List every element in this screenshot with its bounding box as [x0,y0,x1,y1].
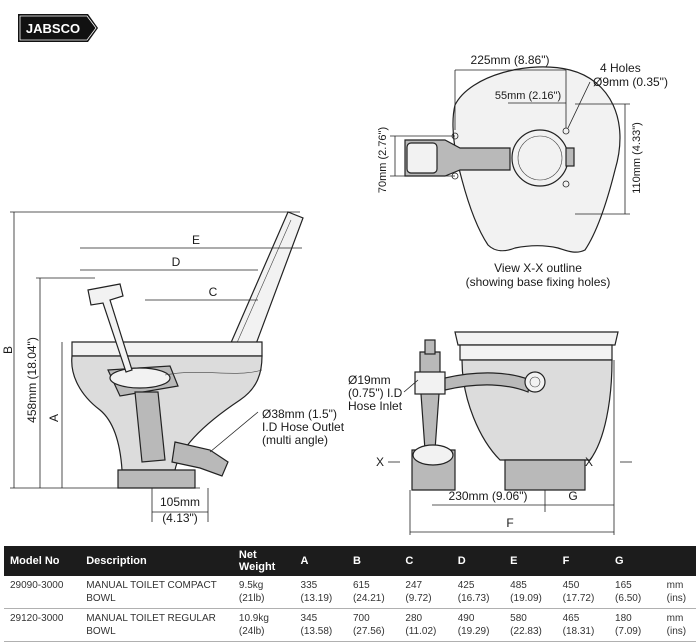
cell-E: 485 [510,580,527,591]
side-height-label: 458mm (18.04") [25,337,39,423]
base-width-label-2: (4.13") [162,511,198,525]
col-C: C [399,546,452,576]
cell-B-in: (27.56) [352,626,385,637]
dim-E-label: E [192,233,200,247]
dim-C-label: C [209,285,218,299]
cell-C-in: (9.72) [405,593,432,604]
cell-unit-alt: (ins) [666,626,687,637]
inlet-label-1: Ø19mm [348,373,391,387]
cell-F-in: (17.72) [562,593,595,604]
cell-D-in: (16.73) [457,593,490,604]
spec-table: Model No Description Net Weight A B C D … [4,546,696,642]
cell-E-in: (19.09) [510,593,542,604]
cell-C-in: (11.02) [405,626,437,637]
cell-weight: 9.5kg [238,580,264,591]
front-view-toilet [411,331,619,491]
cell-A-in: (13.19) [300,593,333,604]
cell-F-in: (18.31) [562,626,595,637]
cell-C: 280 [405,613,423,624]
technical-drawing: 225mm (8.86") 55mm (2.16") 4 Holes Ø9mm … [1,53,668,535]
section-x-right: X [585,455,593,469]
cell-A: 345 [300,613,318,624]
top-center-label: 55mm (2.16") [495,90,561,102]
table-header-row: Model No Description Net Weight A B C D … [4,546,696,576]
dim-D-label: D [172,255,181,269]
cell-unit: mm [666,580,684,591]
cell-weight-alt: (21lb) [238,593,265,604]
top-view-outline [404,66,621,253]
dim-A-label: A [47,414,61,422]
jabsco-logo: JABSCO [18,14,98,42]
cell-G-in: (7.09) [615,626,642,637]
dim-F-label: F [506,516,513,530]
cell-description: MANUAL TOILET COMPACT BOWL [80,576,233,609]
cell-E: 580 [510,613,527,624]
cell-F: 465 [562,613,580,624]
top-view-caption-1: View X-X outline [494,261,582,275]
col-E: E [504,546,557,576]
col-description: Description [80,546,233,576]
cell-C: 247 [405,580,423,591]
cell-unit: mm [666,613,684,624]
cell-D-in: (19.29) [457,626,490,637]
cell-F: 450 [562,580,580,591]
section-x-left: X [376,455,384,469]
side-view-toilet [71,211,304,489]
col-F: F [556,546,610,576]
table-row: 29090-3000 MANUAL TOILET COMPACT BOWL 9.… [4,576,696,609]
cell-A: 335 [300,580,318,591]
col-A: A [294,546,347,576]
inlet-label-3: Hose Inlet [348,399,403,413]
outlet-label-3: (multi angle) [262,433,328,447]
outlet-label-1: Ø38mm (1.5") [262,407,337,421]
cell-unit-alt: (ins) [666,593,687,604]
top-width-label: 225mm (8.86") [471,53,550,67]
cell-G: 180 [615,613,632,624]
col-unit [660,546,696,576]
top-view-caption-2: (showing base fixing holes) [466,275,611,289]
col-G: G [609,546,661,576]
cell-E-in: (22.83) [510,626,542,637]
cell-weight-alt: (24lb) [238,626,265,637]
cell-model: 29090-3000 [4,576,81,609]
cell-B: 615 [352,580,370,591]
table-row: 29120-3000 MANUAL TOILET REGULAR BOWL 10… [4,608,696,642]
cell-A-in: (13.58) [300,626,333,637]
cell-B-in: (24.21) [352,593,385,604]
cell-D: 425 [457,580,475,591]
dim-G-label: G [568,489,577,503]
col-weight: Net Weight [232,546,295,576]
outlet-label-2: I.D Hose Outlet [262,420,345,434]
col-D: D [451,546,505,576]
logo-text: JABSCO [26,21,80,36]
col-model: Model No [4,546,81,576]
cell-model: 29120-3000 [4,608,81,642]
inlet-label-2: (0.75") I.D [348,386,403,400]
cell-G-in: (6.50) [615,593,642,604]
holes-label-1: 4 Holes [600,61,641,75]
cell-weight: 10.9kg [238,613,269,624]
top-left-height-label: 70mm (2.76") [377,127,389,193]
dim-B-label: B [1,346,15,354]
cell-B: 700 [352,613,370,624]
cell-G: 165 [615,580,632,591]
front-base-width-label: 230mm (9.06") [449,489,528,503]
holes-label-2: Ø9mm (0.35") [593,75,668,89]
base-width-label-1: 105mm [160,495,200,509]
cell-description: MANUAL TOILET REGULAR BOWL [80,608,233,642]
cell-D: 490 [457,613,475,624]
top-right-height-label: 110mm (4.33") [631,122,643,194]
col-B: B [346,546,400,576]
